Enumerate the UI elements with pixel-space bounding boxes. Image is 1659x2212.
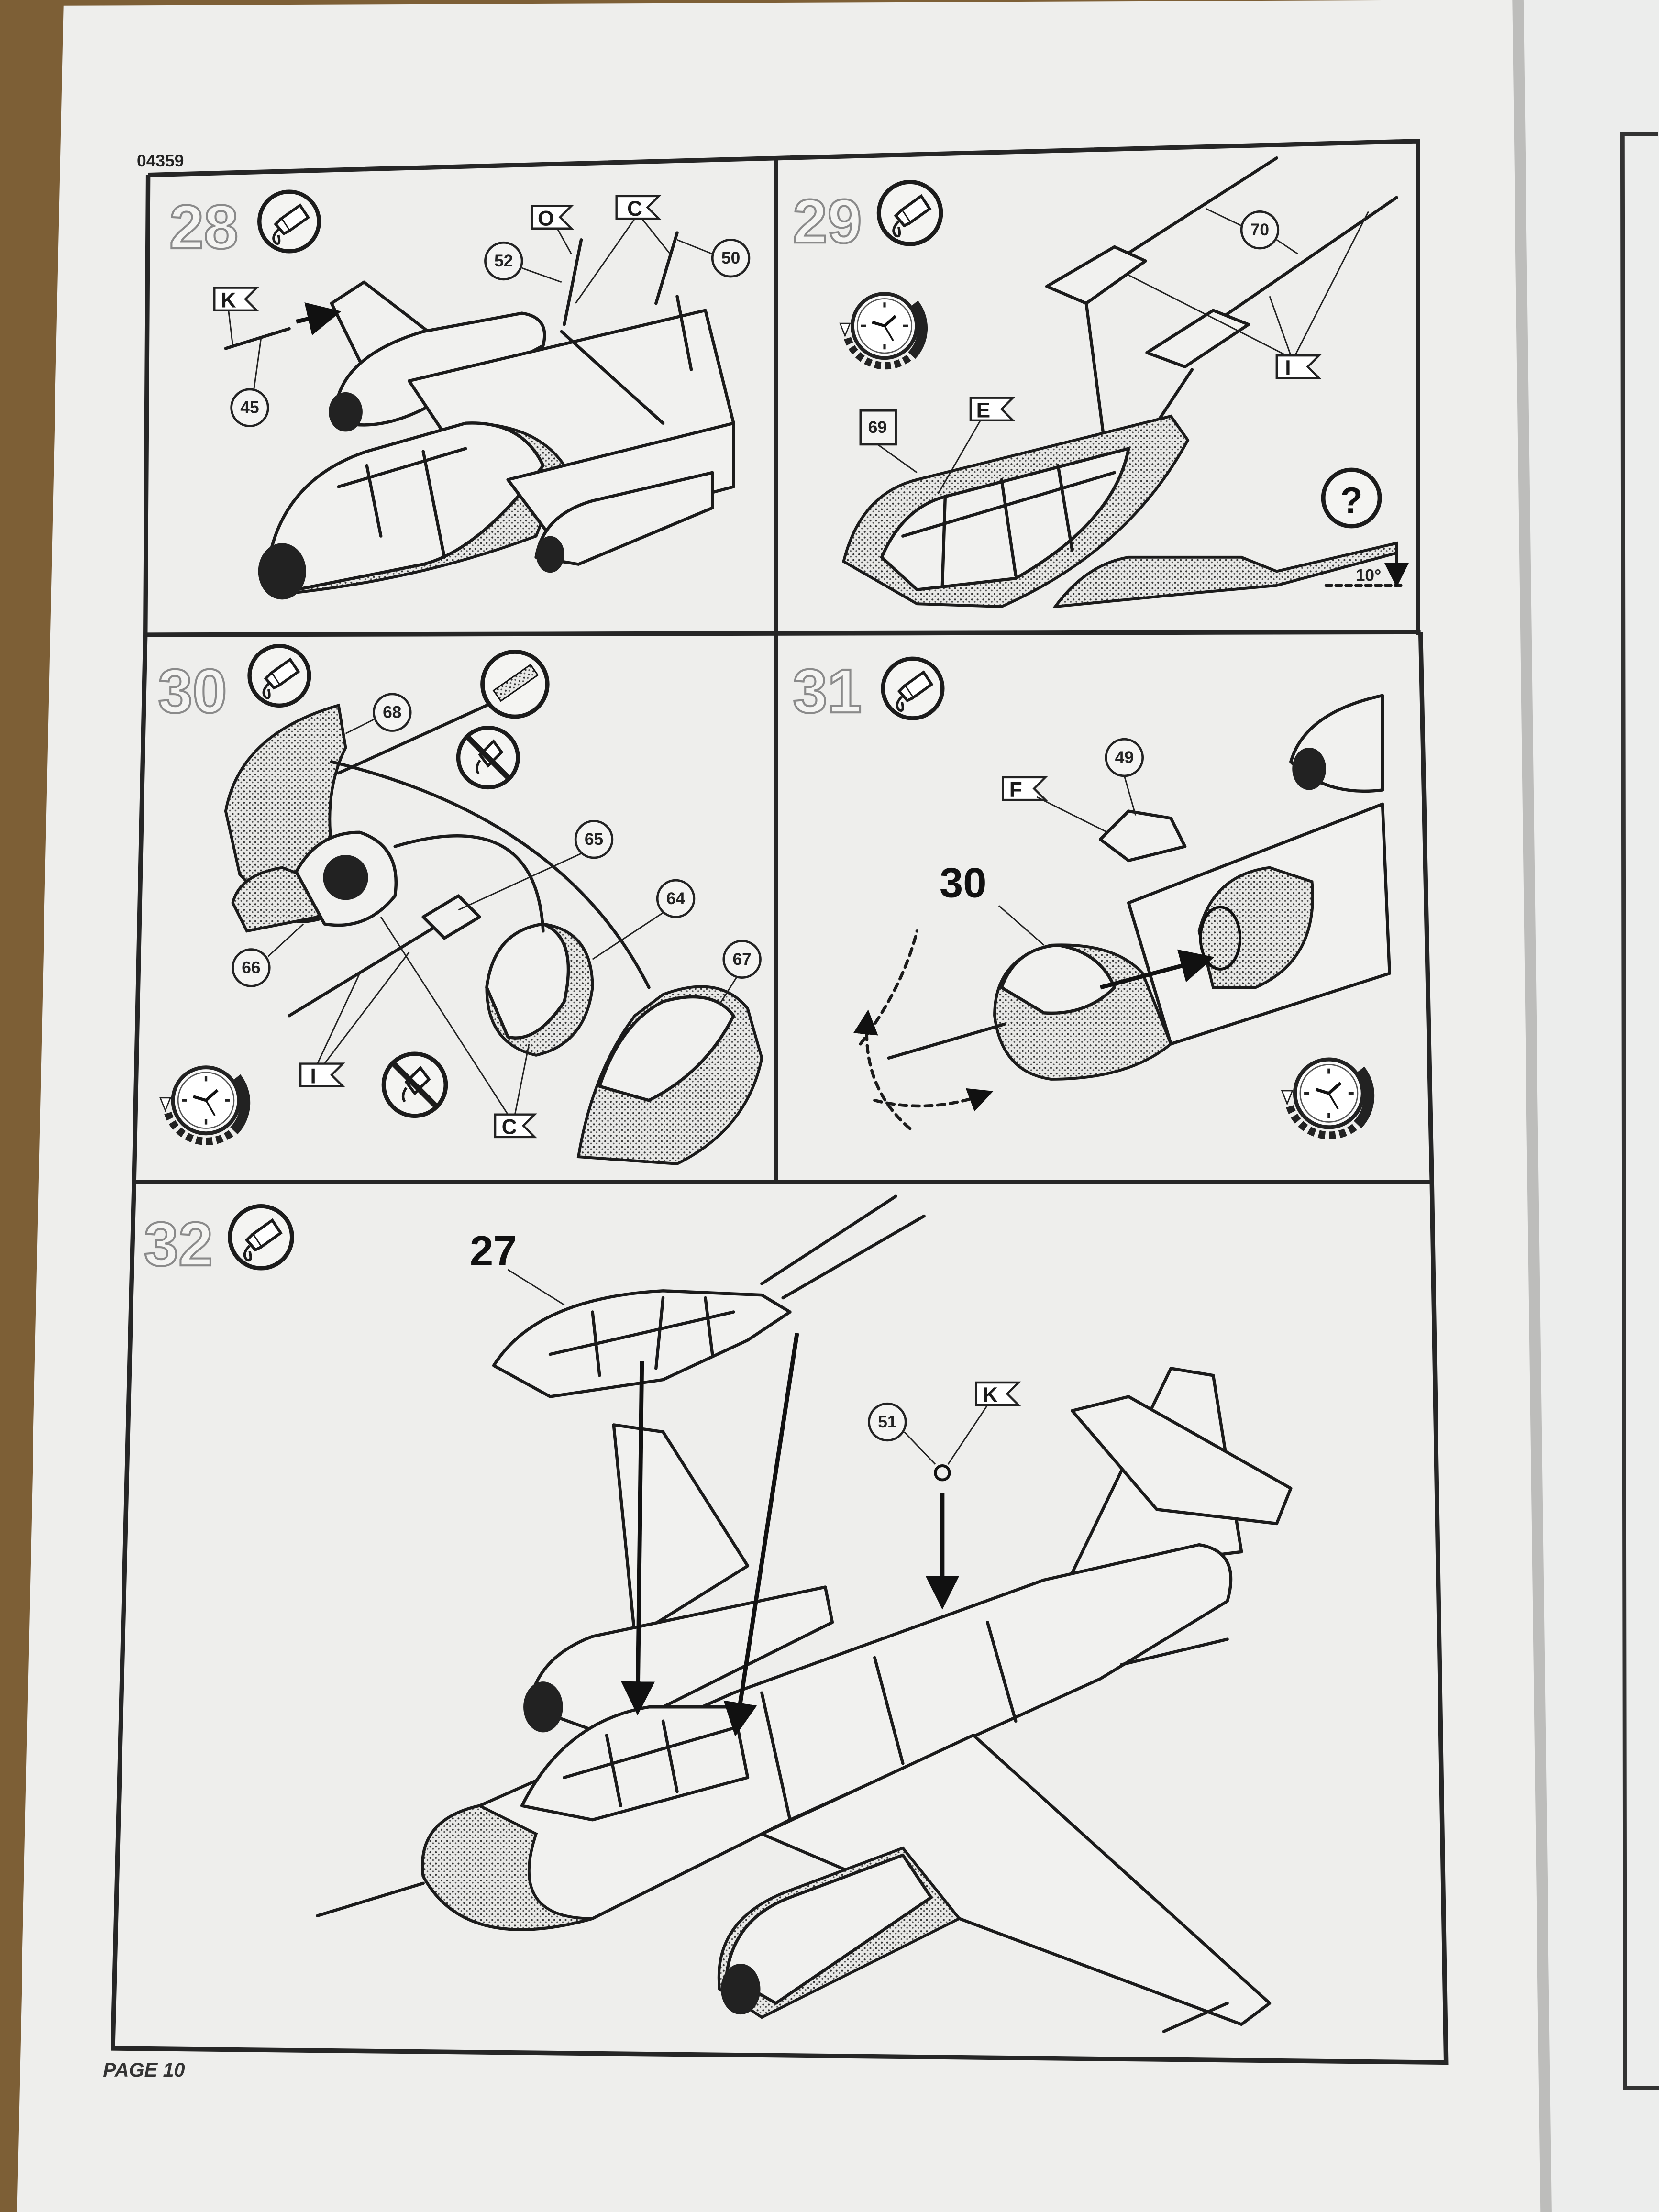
no-glue-icon — [384, 1054, 446, 1116]
nose-section-drawing — [853, 694, 1391, 1130]
svg-text:52: 52 — [494, 252, 513, 270]
part-callout-51: 51 — [868, 1402, 936, 1465]
step-number: 28 — [169, 193, 238, 262]
part-callout-68: 68 — [345, 693, 412, 734]
color-flag-C: C — [575, 195, 671, 304]
tilt-angle-label: 10° — [1356, 566, 1382, 585]
adjacent-page-frame — [1620, 132, 1659, 2090]
svg-text:?: ? — [1340, 480, 1363, 521]
svg-text:68: 68 — [383, 703, 401, 722]
color-flag-O: O — [531, 205, 574, 254]
part-callout-70: 70 — [1206, 208, 1298, 255]
canopy-frame-drawing — [842, 414, 1409, 608]
svg-text:I: I — [310, 1065, 316, 1088]
page-number: PAGE 10 — [103, 2059, 185, 2081]
step-number: 30 — [158, 657, 227, 726]
step-number: 31 — [793, 657, 862, 726]
svg-text:I: I — [1285, 356, 1291, 380]
kit-number: 04359 — [137, 152, 184, 170]
part-45-rod — [224, 327, 291, 350]
step-number: 29 — [793, 187, 862, 256]
svg-text:51: 51 — [878, 1413, 896, 1431]
svg-text:K: K — [221, 289, 236, 312]
svg-text:50: 50 — [721, 249, 740, 267]
part-callout-67: 67 — [719, 940, 762, 1005]
svg-text:F: F — [1009, 778, 1022, 802]
color-flag-I: I — [299, 951, 410, 1088]
step-30-panel: 30 68 65 64 67 66 I C — [158, 646, 763, 1165]
cockpit-interior-drawing — [224, 703, 763, 1165]
reference-step-27: 27 — [470, 1227, 517, 1274]
glue-tube-icon — [250, 646, 310, 706]
step-28-panel: 28 52 50 45 K O C — [168, 192, 751, 600]
reference-step-30: 30 — [940, 859, 986, 907]
glue-tube-icon — [883, 659, 943, 719]
part-callout-64: 64 — [592, 879, 696, 960]
svg-text:49: 49 — [1115, 748, 1134, 767]
svg-text:67: 67 — [732, 950, 751, 969]
no-glue-icon — [458, 728, 518, 787]
part-box-69: 69 — [859, 409, 918, 474]
color-flag-E: E — [937, 397, 1016, 494]
part-callout-49: 49 — [1105, 738, 1144, 816]
part-callout-52: 52 — [484, 241, 562, 283]
svg-text:69: 69 — [868, 418, 887, 437]
file-sand-icon — [337, 650, 550, 775]
canopy-insert-arrow — [621, 1361, 655, 1715]
full-aircraft-drawing — [316, 1367, 1293, 2033]
insert-arrow — [296, 302, 342, 336]
gun-barrels-drawing — [1045, 156, 1398, 467]
color-flag-I: I — [1128, 211, 1369, 380]
part-callout-66: 66 — [232, 923, 304, 987]
canopy-with-guns-drawing — [492, 1194, 926, 1398]
svg-text:70: 70 — [1250, 221, 1269, 239]
color-flag-K: K — [947, 1381, 1021, 1465]
guns-insert-arrow — [723, 1333, 799, 1736]
svg-text:E: E — [976, 399, 991, 422]
step-31-panel: 31 30 49 F — [792, 656, 1391, 1135]
glue-tube-icon — [879, 182, 941, 244]
color-flag-C: C — [380, 917, 538, 1139]
step-29-panel: 29 10° 70 69 E I ? — [792, 156, 1409, 608]
step-number: 32 — [144, 1210, 213, 1279]
part-callout-50: 50 — [676, 238, 751, 278]
color-flag-K: K — [213, 287, 260, 346]
paper-shadow — [1512, 0, 1552, 2212]
step-frames — [111, 139, 1449, 2065]
svg-text:C: C — [502, 1116, 517, 1139]
step-32-panel: 32 27 51 K — [143, 1194, 1293, 2033]
svg-text:45: 45 — [240, 398, 259, 417]
svg-text:C: C — [627, 197, 642, 221]
question-icon: ? — [1321, 467, 1382, 529]
part-callout-65: 65 — [458, 819, 614, 911]
svg-text:K: K — [983, 1383, 998, 1407]
svg-text:O: O — [538, 207, 554, 231]
glue-tube-icon — [259, 192, 319, 252]
glue-tube-icon — [230, 1206, 292, 1268]
svg-text:66: 66 — [242, 958, 260, 977]
svg-text:64: 64 — [666, 889, 686, 908]
part-callout-45: 45 — [230, 338, 269, 427]
aircraft-drawing — [258, 280, 735, 600]
svg-text:65: 65 — [585, 830, 603, 849]
color-flag-F: F — [1002, 776, 1108, 833]
